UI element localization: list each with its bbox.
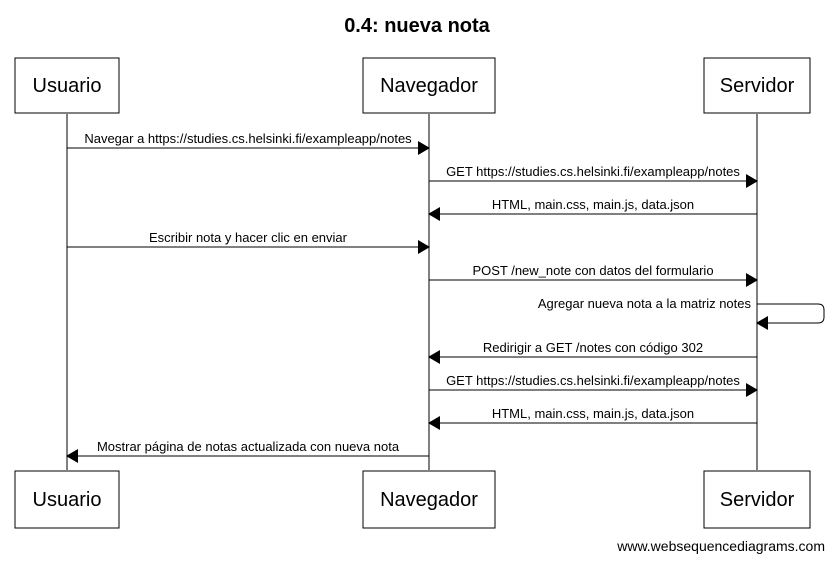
message-label: Escribir nota y hacer clic en enviar (149, 230, 348, 245)
message-label: GET https://studies.cs.helsinki.fi/examp… (446, 373, 740, 388)
message-label: GET https://studies.cs.helsinki.fi/examp… (446, 164, 740, 179)
message-label: HTML, main.css, main.js, data.json (492, 197, 694, 212)
message-4: Escribir nota y hacer clic en enviar (67, 230, 430, 254)
message-1: Navegar a https://studies.cs.helsinki.fi… (67, 131, 430, 155)
participant-usuario-bottom: Usuario (14, 470, 120, 529)
message-label: POST /new_note con datos del formulario (472, 263, 713, 278)
message-2: GET https://studies.cs.helsinki.fi/examp… (429, 164, 758, 188)
participant-navegador-top: Navegador (362, 57, 496, 114)
participant-servidor-top: Servidor (703, 57, 811, 114)
message-10: Mostrar página de notas actualizada con … (66, 439, 429, 463)
participant-label: Usuario (33, 75, 102, 97)
message-label: Mostrar página de notas actualizada con … (97, 439, 400, 454)
message-3: HTML, main.css, main.js, data.json (428, 197, 757, 221)
diagram-title: 0.4: nueva nota (344, 15, 490, 37)
footer-watermark[interactable]: www.websequencediagrams.com (616, 538, 825, 554)
message-8: GET https://studies.cs.helsinki.fi/examp… (429, 373, 758, 397)
message-5: POST /new_note con datos del formulario (429, 263, 758, 287)
message-7: Redirigir a GET /notes con código 302 (428, 340, 757, 364)
participant-label: Navegador (380, 75, 478, 97)
message-9: HTML, main.css, main.js, data.json (428, 406, 757, 430)
message-label: HTML, main.css, main.js, data.json (492, 406, 694, 421)
participant-usuario-top: Usuario (14, 57, 120, 114)
participant-label: Servidor (720, 75, 795, 97)
participant-label: Navegador (380, 489, 478, 511)
message-6-self: Agregar nueva nota a la matriz notes (538, 296, 825, 330)
participant-servidor-bottom: Servidor (703, 470, 811, 529)
participant-navegador-bottom: Navegador (362, 470, 496, 529)
participant-label: Usuario (33, 489, 102, 511)
message-label: Agregar nueva nota a la matriz notes (538, 296, 752, 311)
participant-label: Servidor (720, 489, 795, 511)
message-label: Redirigir a GET /notes con código 302 (483, 340, 703, 355)
message-label: Navegar a https://studies.cs.helsinki.fi… (84, 131, 412, 146)
